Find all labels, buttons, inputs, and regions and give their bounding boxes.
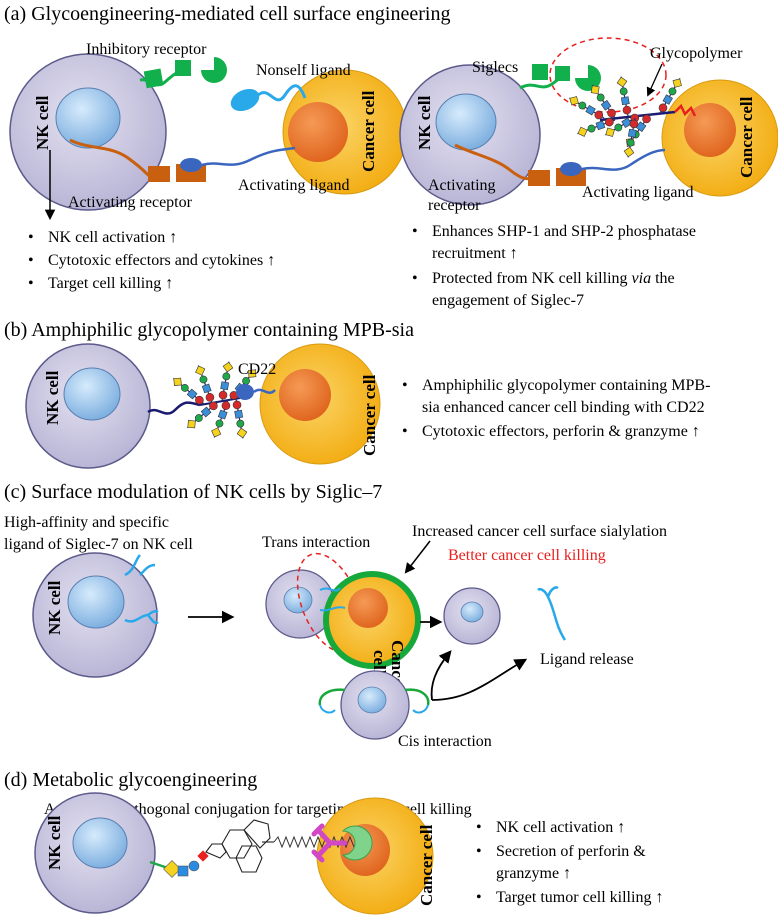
svg-text:•: • — [28, 229, 34, 246]
panel-c-cancer-label-2: cell — [370, 650, 389, 675]
panel-c-heading: (c) Surface modulation of NK cells by Si… — [4, 481, 382, 503]
svg-text:•: • — [412, 270, 418, 287]
activating-ligand-head — [180, 158, 202, 172]
panel-a-right-bullet-1-line-1: Enhances SHP-1 and SHP-2 phosphatase — [432, 223, 696, 240]
nonself-ligand-shape — [230, 88, 260, 112]
panel-b-heading: (b) Amphiphilic glycopolymer containing … — [4, 319, 414, 341]
panel-d-bullet-1: NK cell activation ↑ — [496, 819, 625, 836]
svg-text:•: • — [28, 252, 34, 269]
inhibitory-receptor-pacman — [201, 57, 227, 83]
panel-a-right-bullet-1-line-2: recruitment ↑ — [432, 245, 518, 262]
panel-a-right-bullet-2-line-2: engagement of Siglec-7 — [432, 292, 584, 309]
activating-receptor-label-right-1: Activating — [428, 177, 496, 194]
sugar-red — [197, 850, 209, 862]
panel-c-scene: NK cell Trans interaction Cancer cell In… — [32, 523, 667, 750]
panel-b-bullet-1-line-1: Amphiphilic glycopolymer containing MPB- — [422, 377, 710, 394]
inhibitory-receptor-square-2 — [175, 60, 191, 76]
activating-receptor-label-right-2: receptor — [428, 197, 481, 214]
panel-a-right-bullet-2-line-1: Protected from NK cell killing via the — [432, 270, 675, 287]
dbco-linker — [205, 819, 274, 873]
panel-a-left-bullet-3: Target cell killing ↑ — [48, 275, 173, 292]
svg-text:•: • — [476, 819, 482, 836]
better-killing-label: Better cancer cell killing — [448, 547, 606, 564]
antibody — [311, 823, 348, 863]
nk-nucleus — [55, 87, 121, 149]
trans-interaction-label: Trans interaction — [262, 534, 370, 551]
panel-a-right-bullets: • Enhances SHP-1 and SHP-2 phosphatase r… — [412, 223, 696, 309]
panel-d-bullet-3: Target tumor cell killing ↑ — [496, 889, 663, 906]
panel-d-scene: NK cell Cancer cell — [34, 792, 436, 915]
nk-cell-label: NK cell — [33, 95, 52, 150]
svg-text:•: • — [476, 889, 482, 906]
activating-ligand-label-right: Activating ligand — [582, 184, 694, 201]
panel-c-desc-line-2: ligand of Siglec-7 on NK cell — [4, 536, 193, 553]
panel-b-cancer-cell-label: Cancer cell — [360, 374, 379, 456]
glycopolymer-cluster — [566, 75, 697, 159]
panel-d-nk-cell-label: NK cell — [45, 815, 64, 870]
panel-a-heading: (a) Glycoengineering-mediated cell surfa… — [4, 3, 450, 25]
panel-a-left-scene: NK cell Cancer cell Inhibitory receptor … — [9, 41, 408, 221]
panel-a-left-bullet-2: Cytotoxic effectors and cytokines ↑ — [48, 252, 275, 269]
panel-d-bullet-2-line-2: granzyme ↑ — [496, 865, 571, 882]
panel-d-bullet-2-line-1: Secretion of perforin & — [496, 843, 646, 860]
sugar-yellow — [163, 860, 181, 878]
activating-receptor-block — [148, 166, 170, 182]
panel-b-bullet-1-line-2: sia enhanced cancer cell binding with CD… — [422, 399, 705, 416]
svg-text:•: • — [476, 843, 482, 860]
cancer-cell-label: Cancer cell — [359, 90, 378, 172]
nk-cell-label-right: NK cell — [415, 95, 434, 150]
inhibitory-receptor-label: Inhibitory receptor — [86, 41, 207, 58]
svg-text:•: • — [402, 423, 408, 440]
cancer-nucleus — [288, 102, 348, 162]
sugar-blue — [177, 865, 189, 877]
ligand-release-label: Ligand release — [540, 651, 634, 668]
cis-interaction-label: Cis interaction — [398, 733, 492, 750]
panel-c-desc-line-1: High-affinity and specific — [4, 514, 169, 531]
panel-a-left-bullet-1: NK cell activation ↑ — [48, 229, 177, 246]
panel-d-cancer-cell-label: Cancer cell — [417, 824, 436, 906]
panel-d-heading: (d) Metabolic glycoengineering — [4, 769, 257, 791]
cd22-label: CD22 — [238, 361, 276, 378]
antigen-shape — [341, 825, 373, 861]
svg-text:•: • — [412, 223, 418, 240]
svg-text:•: • — [402, 377, 408, 394]
increased-sialylation-label: Increased cancer cell surface sialylatio… — [412, 523, 667, 540]
panel-b-bullet-2: Cytotoxic effectors, perforin & granzyme… — [422, 423, 700, 440]
panel-a-left-bullets: • NK cell activation ↑ • Cytotoxic effec… — [28, 229, 275, 292]
inhibitory-receptor-square-1 — [143, 68, 164, 89]
activating-receptor-label: Activating receptor — [68, 194, 193, 211]
glycopolymer-label: Glycopolymer — [650, 45, 743, 62]
panel-d-bullets: • NK cell activation ↑ • Secretion of pe… — [476, 819, 663, 906]
cancer-cell-label-right: Cancer cell — [737, 96, 756, 178]
released-ligand — [537, 586, 567, 641]
panel-c-nk-cell-label: NK cell — [45, 580, 64, 635]
panel-b-scene: NK cell Cancer cell CD22 — [25, 343, 381, 469]
panel-b-bullets: • Amphiphilic glycopolymer containing MP… — [402, 377, 710, 440]
panel-b-nk-cell-label: NK cell — [43, 370, 62, 425]
cd22-receptor — [236, 384, 254, 400]
svg-text:•: • — [28, 275, 34, 292]
siglecs-label: Siglecs — [472, 59, 518, 76]
panel-a-right-scene: NK cell Cancer cell Siglecs Glycopolymer — [399, 37, 778, 214]
activating-ligand-label: Activating ligand — [238, 177, 350, 194]
nonself-ligand-label: Nonself ligand — [256, 62, 351, 79]
